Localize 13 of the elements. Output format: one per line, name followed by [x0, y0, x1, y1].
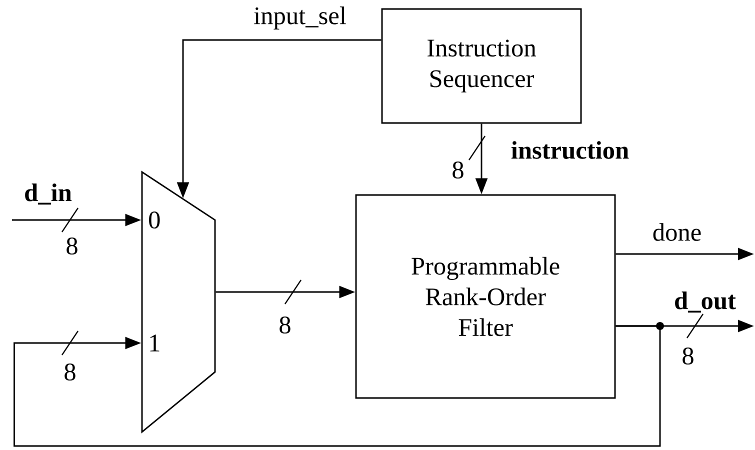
bus-width-label: 8 — [66, 237, 78, 255]
signal-label: done — [653, 223, 701, 241]
signal-label: input_sel — [254, 6, 346, 30]
signal-label: instruction — [511, 141, 629, 159]
bus-width-label: 8 — [682, 347, 694, 365]
bus-width-label: 8 — [452, 161, 464, 179]
signal-label: d_out — [675, 291, 736, 313]
arrow — [14, 325, 661, 447]
signal-label: d_in — [25, 183, 72, 205]
block-box: Instruction Sequencer — [381, 8, 582, 124]
bus-width-label: 8 — [280, 316, 290, 334]
bus-width-label: 8 — [64, 363, 76, 381]
block-box: Programmable Rank-Order Filter — [355, 194, 616, 399]
